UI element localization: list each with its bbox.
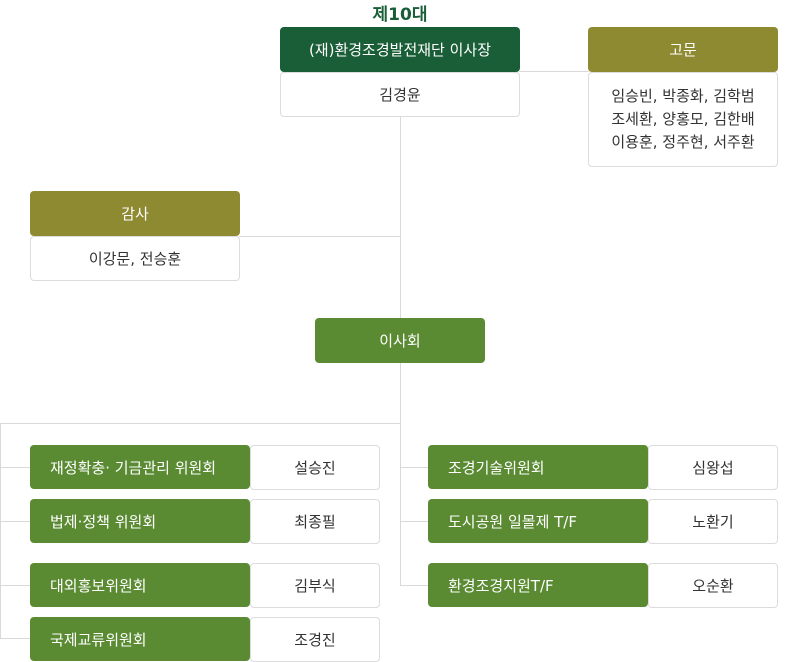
committee-legal-policy-person: 최종필 (250, 499, 380, 544)
advisor-names-line-2: 조세환, 양홍모, 김한배 (611, 110, 755, 128)
committee-finance: 재정확충· 기금관리 위원회 (30, 445, 250, 489)
connector-right-1 (400, 467, 429, 468)
advisor-names: 임승빈, 박종화, 김학범 조세환, 양홍모, 김한배 이용훈, 정주현, 서주… (588, 72, 778, 167)
auditor-names: 이강문, 전승훈 (30, 236, 240, 281)
advisor-header: 고문 (588, 27, 778, 72)
committee-technology-person: 심왕섭 (648, 445, 778, 490)
chairman-name: 김경윤 (280, 72, 520, 117)
connector-left-2 (0, 521, 31, 522)
advisor-names-line-3: 이용훈, 정주현, 서주환 (611, 133, 755, 151)
connector-right-vertical (400, 423, 401, 586)
board-box: 이사회 (315, 318, 485, 363)
connector-left-1 (0, 467, 31, 468)
committee-landscape-support-tf-person: 오순환 (648, 563, 778, 608)
committee-international-person: 조경진 (250, 617, 380, 662)
connector-board-down (400, 362, 401, 424)
connector-chairman-advisor (519, 71, 589, 72)
committee-legal-policy: 법제·정책 위원회 (30, 499, 250, 543)
term-title: 제10대 (372, 5, 428, 25)
committee-technology: 조경기술위원회 (428, 445, 648, 489)
committee-pr-person: 김부식 (250, 563, 380, 608)
committee-finance-person: 설승진 (250, 445, 380, 490)
connector-left-4 (0, 638, 31, 639)
connector-branch-horizontal (0, 423, 401, 424)
committee-landscape-support-tf: 환경조경지원T/F (428, 563, 648, 607)
connector-left-vertical (0, 423, 1, 639)
connector-left-3 (0, 585, 31, 586)
connector-right-3 (400, 585, 429, 586)
auditor-header: 감사 (30, 191, 240, 236)
committee-park-sunset-tf: 도시공원 일몰제 T/F (428, 499, 648, 543)
committee-park-sunset-tf-person: 노환기 (648, 499, 778, 544)
committee-international: 국제교류위원회 (30, 617, 250, 661)
connector-right-2 (400, 521, 429, 522)
chairman-header: (재)환경조경발전재단 이사장 (280, 27, 520, 72)
connector-auditor (239, 236, 401, 237)
committee-pr: 대외홍보위원회 (30, 563, 250, 607)
advisor-names-line-1: 임승빈, 박종화, 김학범 (611, 87, 755, 105)
connector-main-vertical (400, 116, 401, 318)
